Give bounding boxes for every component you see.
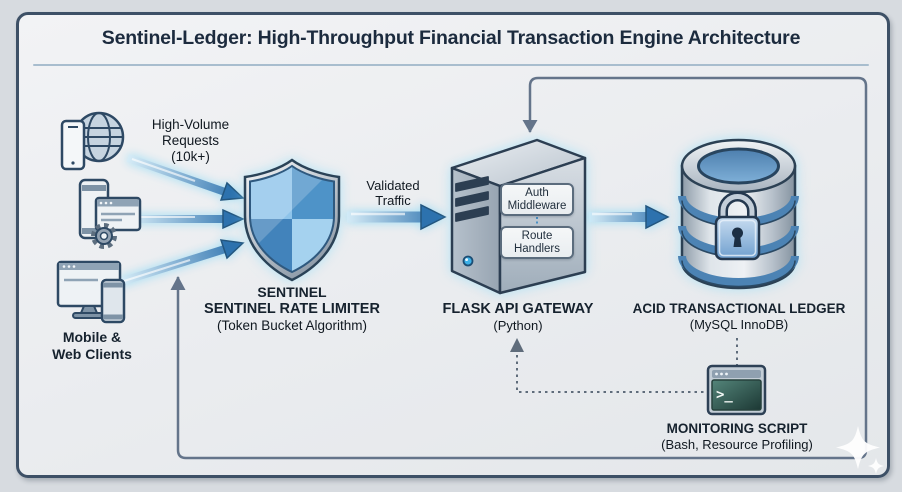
- database-icon: [678, 138, 799, 290]
- lock-icon: [714, 191, 761, 261]
- route-handlers-box: Route Handlers: [500, 226, 574, 259]
- title-underline: [33, 64, 869, 66]
- monitoring-label: MONITORING SCRIPT (Bash, Resource Profil…: [661, 421, 813, 452]
- page-title: Sentinel-Ledger: High-Throughput Financi…: [101, 27, 801, 49]
- server-vents: [455, 176, 489, 222]
- feedback-loop-line: [170, 76, 868, 460]
- loop-arrowhead-down: [522, 120, 538, 133]
- monitoring-to-gateway-dotted: [516, 348, 710, 393]
- gateway-to-ledger-arrow: [589, 204, 670, 230]
- api-gateway-icon: [450, 138, 587, 295]
- monitoring-arrowhead: [510, 338, 524, 352]
- high-volume-label: High-Volume Requests (10k+): [151, 117, 230, 164]
- phone-icon: [100, 278, 126, 324]
- gear-icon: [91, 223, 117, 249]
- sparkle-icon: [836, 426, 884, 474]
- client-icon-mobile-globe: [60, 111, 125, 171]
- client-icon-desktop-phone: [56, 260, 126, 324]
- clients-label: Mobile & Web Clients: [52, 329, 132, 362]
- shield-icon: [243, 158, 341, 282]
- phone-icon: [60, 119, 86, 171]
- gateway-label: FLASK API GATEWAY (Python): [442, 301, 594, 334]
- monitoring-terminal-icon: >_: [706, 364, 767, 416]
- terminal-prompt: >_: [716, 387, 733, 403]
- rate-limiter-label: SENTINEL SENTINEL RATE LIMITER (Token Bu…: [204, 284, 380, 333]
- loop-arrowhead-up: [170, 276, 186, 290]
- request-arrow-1: [126, 154, 245, 201]
- server-led: [462, 255, 474, 267]
- request-arrow-3: [118, 239, 245, 286]
- validated-traffic-arrow: [347, 203, 447, 231]
- auth-middleware-box: Auth Middleware: [500, 183, 574, 216]
- validated-traffic-label: Validated Traffic: [366, 178, 420, 209]
- ledger-label: ACID TRANSACTIONAL LEDGER (MySQL InnoDB): [632, 301, 846, 332]
- request-arrow-2: [128, 208, 245, 230]
- client-icon-browser-gear: [78, 178, 142, 249]
